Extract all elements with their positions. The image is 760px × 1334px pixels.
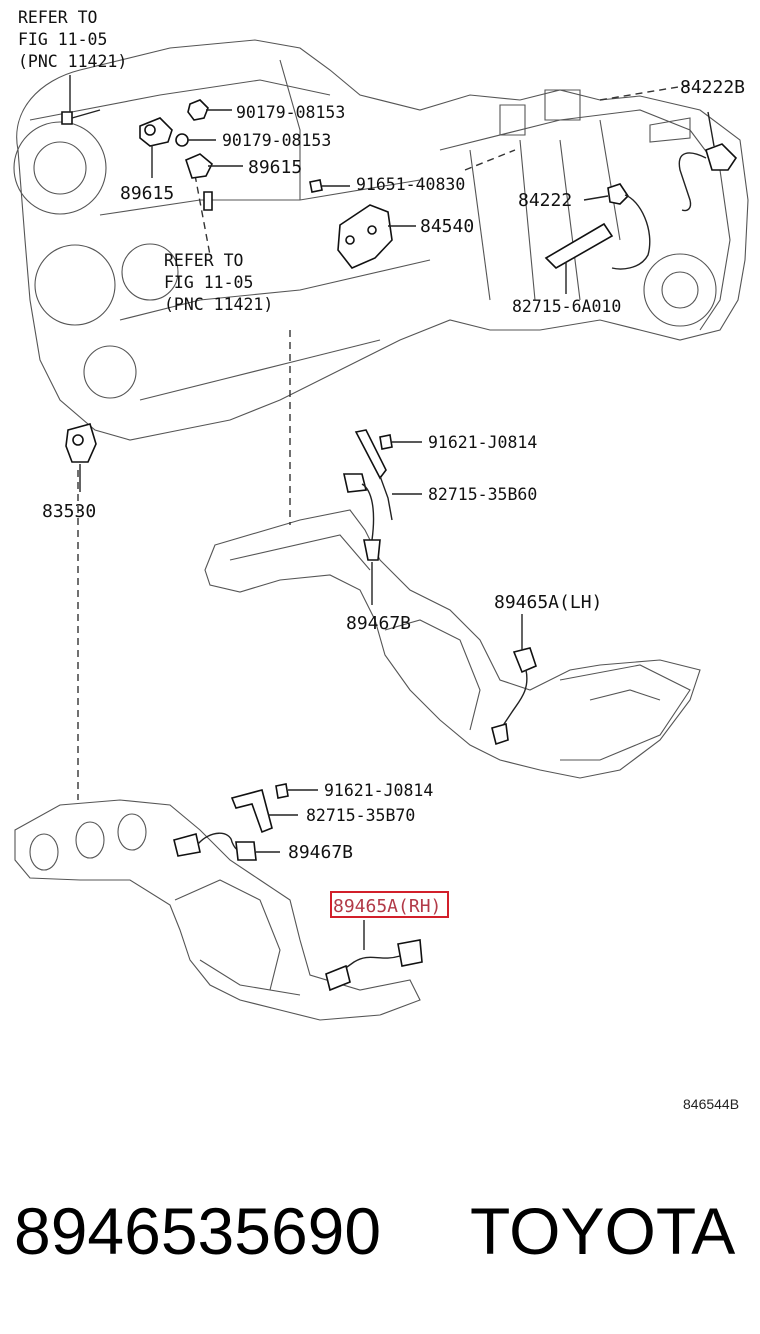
part-84222-switch[interactable] [607, 183, 651, 270]
part-91621-bolt-b[interactable] [275, 783, 289, 799]
part-89467b-sensor-upper[interactable] [343, 473, 381, 561]
label-90179-b[interactable]: 90179-08153 [222, 131, 331, 150]
label-91651[interactable]: 91651-40830 [356, 175, 465, 194]
label-84222b[interactable]: 84222B [680, 77, 745, 98]
part-89467b-sensor-lower[interactable] [173, 832, 257, 861]
label-82715-35b70[interactable]: 82715-35B70 [306, 806, 415, 825]
part-bolt-top-left [61, 109, 101, 125]
dashed-reference-lines [77, 84, 691, 800]
part-90179-nut-b[interactable] [175, 133, 189, 147]
figure-code: 846544B [683, 1096, 739, 1112]
part-89615-sensor-left[interactable] [139, 117, 173, 147]
refer-top-line2: FIG 11-05 [18, 30, 107, 49]
refer-top-line3: (PNC 11421) [18, 52, 127, 71]
exhaust-manifold-rh [14, 799, 421, 1021]
label-82715-6a010[interactable]: 82715-6A010 [512, 297, 621, 316]
label-82715-35b60[interactable]: 82715-35B60 [428, 485, 537, 504]
exhaust-pipe-lh [204, 509, 701, 779]
refer-top-line1: REFER TO [18, 8, 97, 27]
label-89465a-rh[interactable]: 89465A(RH) [333, 896, 441, 917]
part-84540-switch[interactable] [337, 204, 393, 269]
label-83530[interactable]: 83530 [42, 501, 96, 522]
footer-part-number: 8946535690 [14, 1194, 381, 1268]
part-89465a-lh-sensor[interactable] [491, 647, 537, 746]
label-90179-a[interactable]: 90179-08153 [236, 103, 345, 122]
label-84222[interactable]: 84222 [518, 190, 572, 211]
part-83530-sensor[interactable] [65, 423, 97, 463]
label-89467b-lower[interactable]: 89467B [288, 842, 353, 863]
label-91621-a[interactable]: 91621-J0814 [428, 433, 537, 452]
label-84540[interactable]: 84540 [420, 216, 474, 237]
part-82715-35b70-bracket[interactable] [230, 789, 273, 834]
label-91621-b[interactable]: 91621-J0814 [324, 781, 433, 800]
label-89467b-upper[interactable]: 89467B [346, 613, 411, 634]
part-90179-nut-a[interactable] [187, 99, 209, 121]
refer-top-block: REFER TO FIG 11-05 (PNC 11421) [18, 8, 127, 71]
leader-lines [69, 75, 715, 950]
part-82715-6a010-bracket[interactable] [544, 222, 614, 269]
part-89615-sensor-right[interactable] [185, 153, 213, 211]
label-89465a-lh[interactable]: 89465A(LH) [494, 592, 602, 613]
footer-brand: TOYOTA [470, 1194, 735, 1268]
refer-mid-block: REFER TO FIG 11-05 (PNC 11421) [164, 251, 273, 314]
part-84222b-sensor[interactable] [678, 143, 738, 212]
label-89615-right[interactable]: 89615 [248, 157, 302, 178]
refer-mid-line3: (PNC 11421) [164, 295, 273, 314]
highlight-box [330, 891, 449, 918]
label-89615-left[interactable]: 89615 [120, 183, 174, 204]
part-91621-bolt-a[interactable] [379, 434, 393, 450]
refer-mid-line2: FIG 11-05 [164, 273, 253, 292]
engine-transmission-outline [13, 39, 749, 441]
part-82715-35b60-bracket[interactable] [354, 429, 393, 521]
part-89465a-rh-sensor[interactable] [325, 939, 423, 992]
refer-mid-line1: REFER TO [164, 251, 243, 270]
part-91651-bolt[interactable] [309, 179, 323, 193]
